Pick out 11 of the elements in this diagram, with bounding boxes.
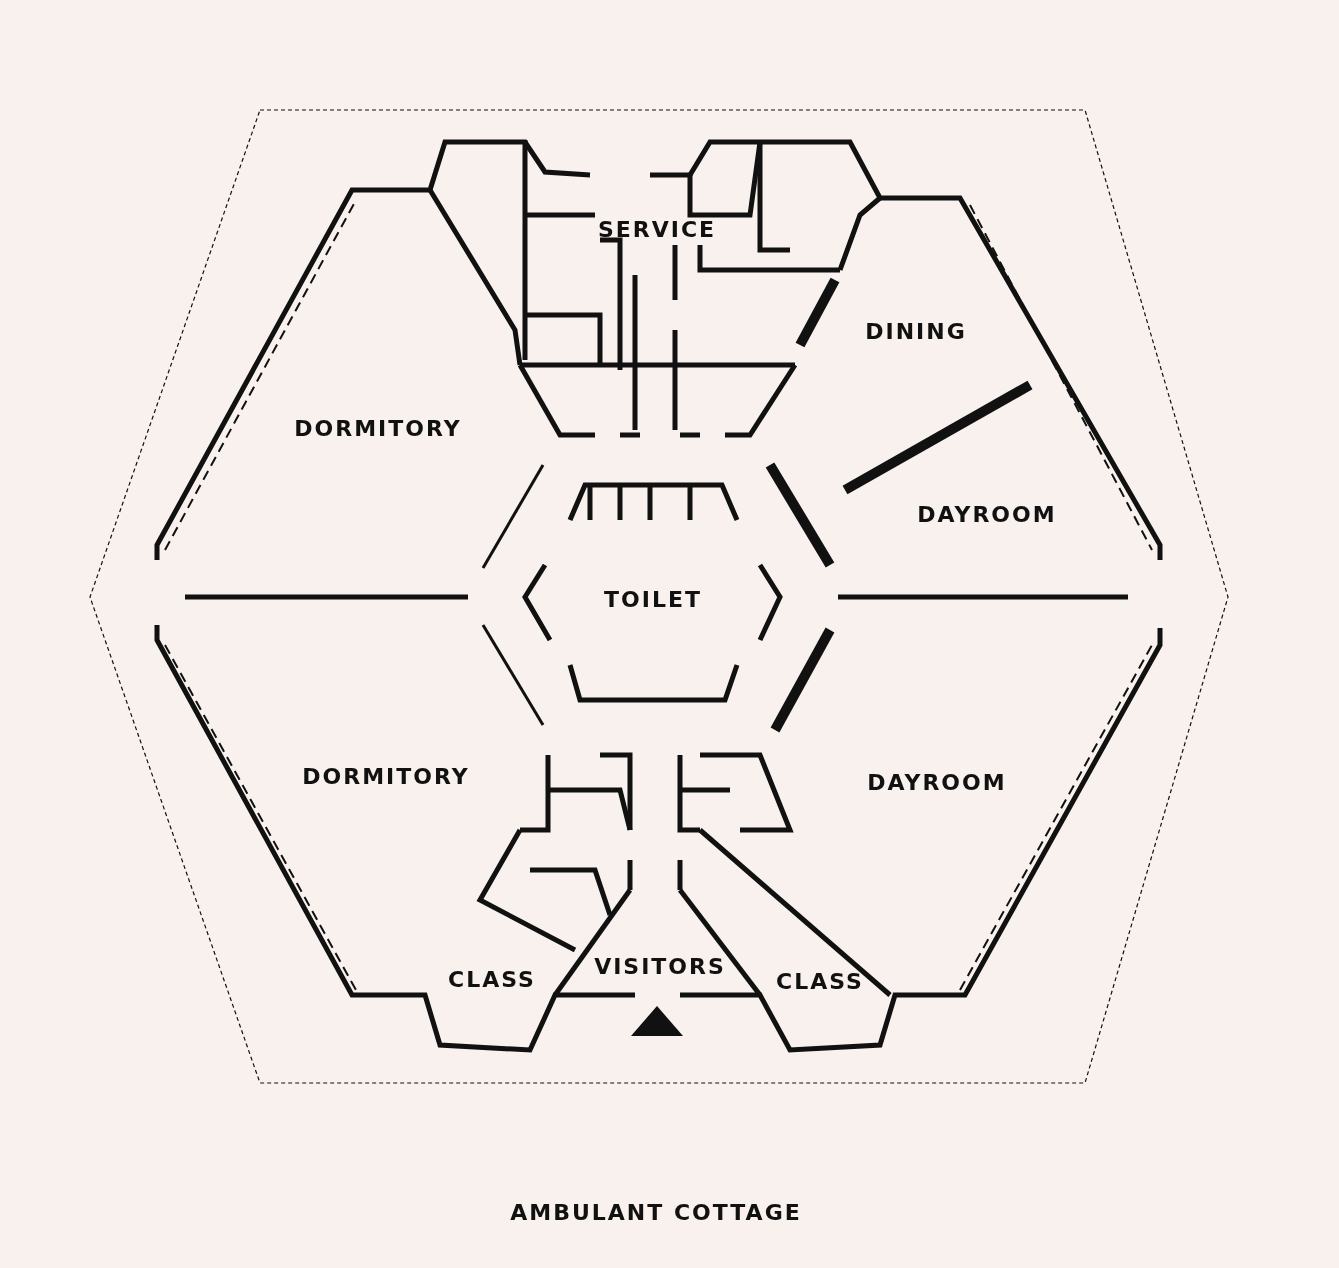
room-label: CLASS [776, 968, 864, 994]
room-label: DAYROOM [867, 769, 1007, 795]
room-label: TOILET [604, 586, 702, 612]
room-label: DINING [865, 318, 967, 344]
room-label: CLASS [448, 966, 536, 992]
room-label: DORMITORY [294, 415, 462, 441]
room-label: DAYROOM [917, 501, 1057, 527]
room-label: VISITORS [594, 953, 726, 979]
caption: AMBULANT COTTAGE [510, 1199, 802, 1225]
room-label: SERVICE [597, 216, 717, 242]
room-label: DORMITORY [302, 763, 470, 789]
